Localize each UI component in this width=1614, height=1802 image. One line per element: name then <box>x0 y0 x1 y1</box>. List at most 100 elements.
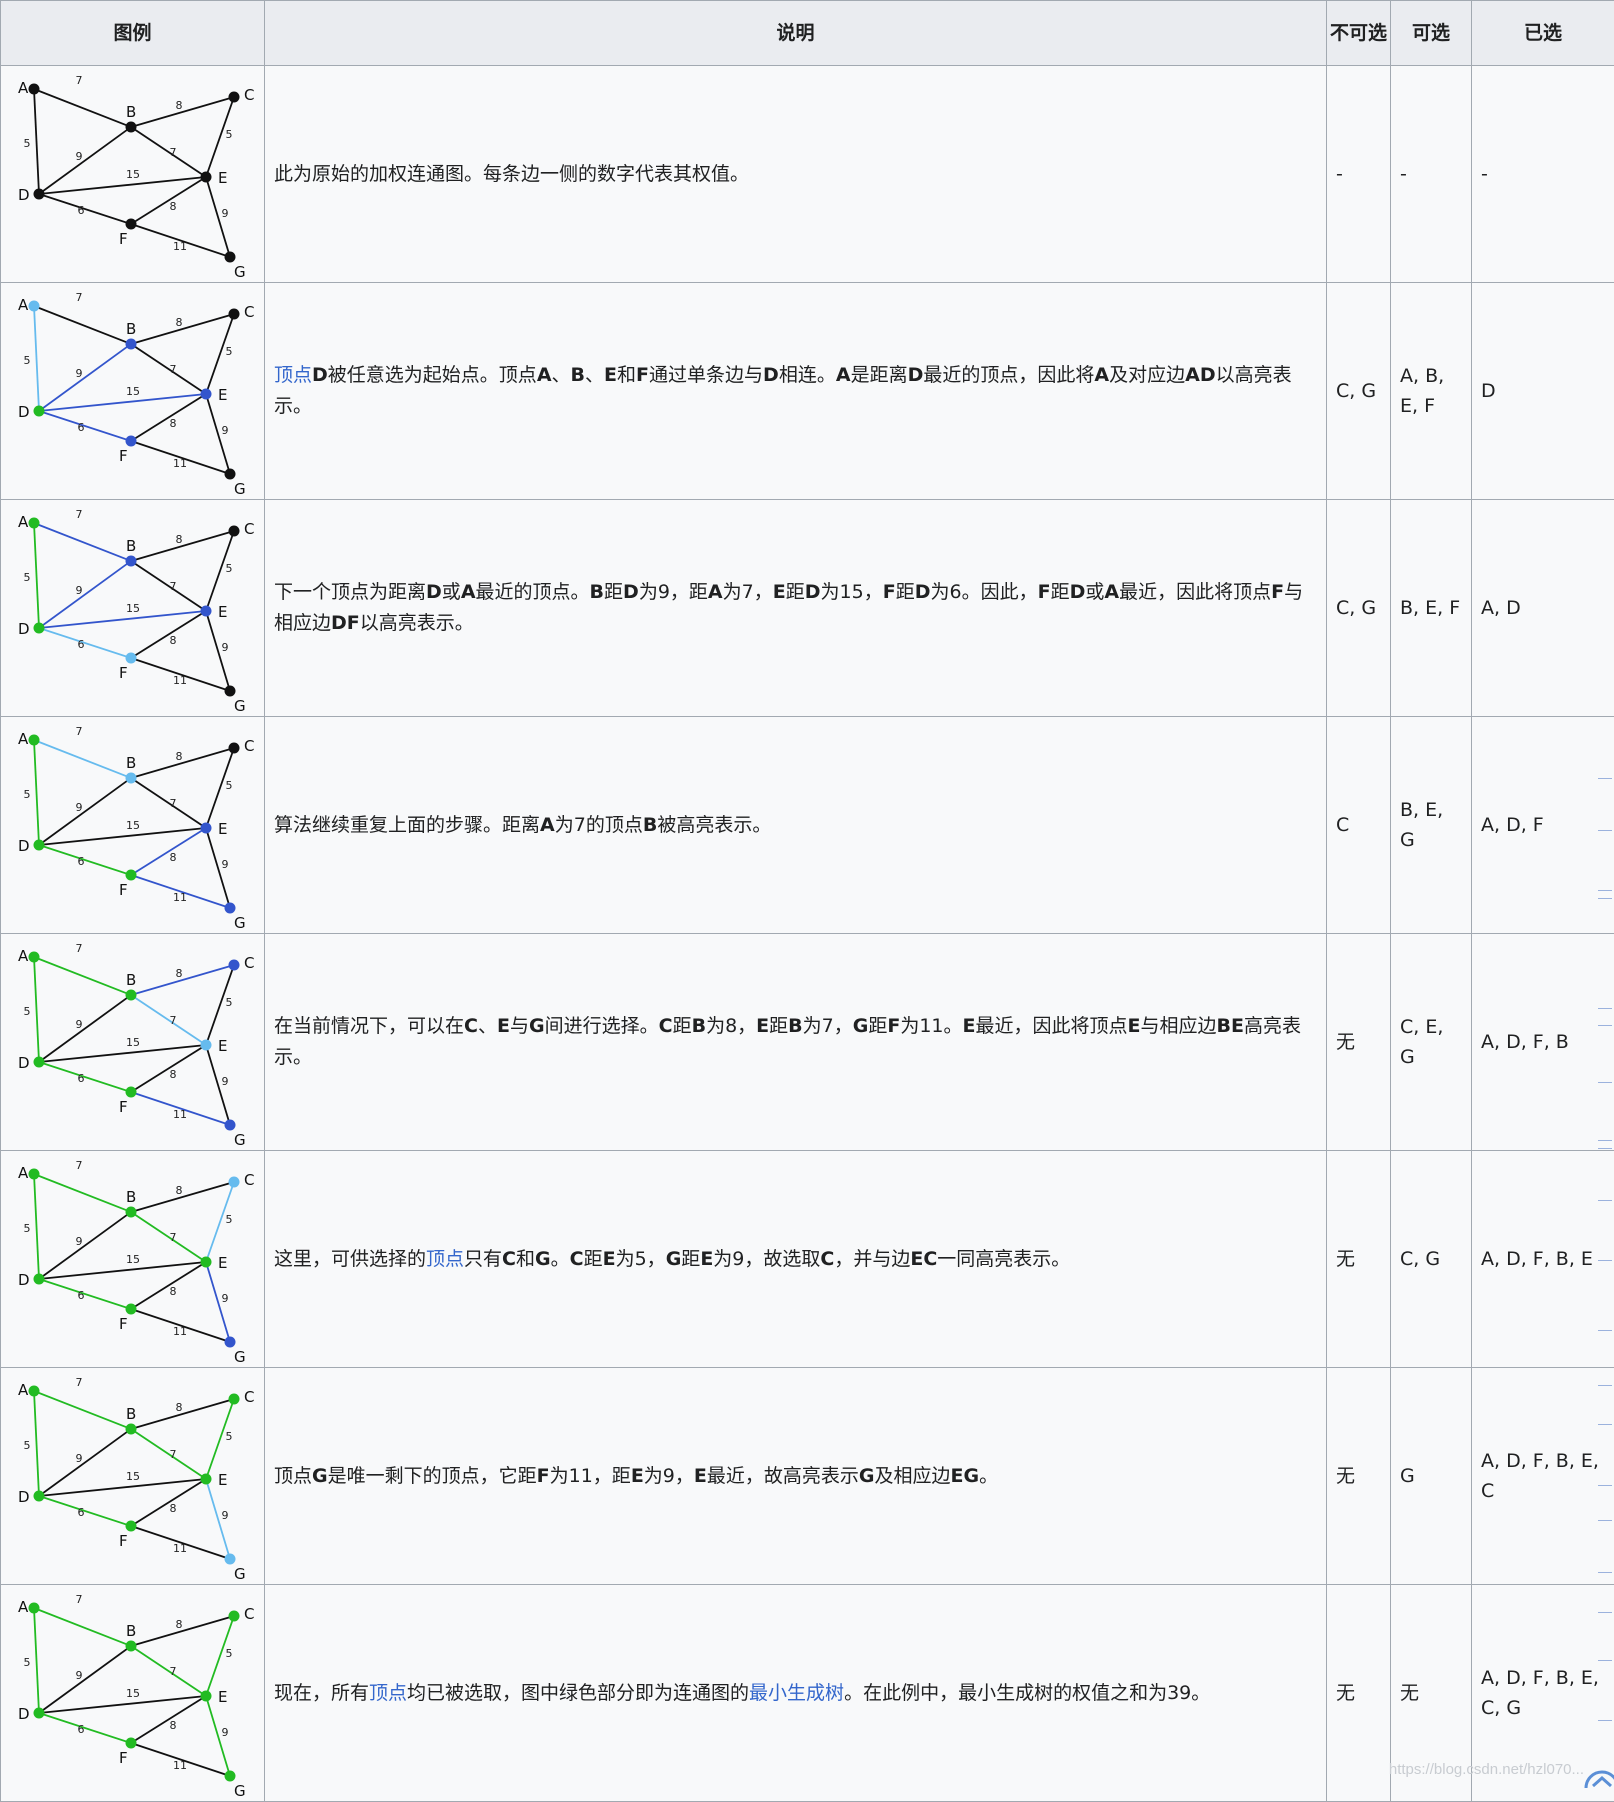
edge-weight: 5 <box>226 128 233 141</box>
edge-weight: 9 <box>222 858 229 871</box>
description-text: 为15， <box>821 581 883 603</box>
description-text: 或 <box>442 581 461 603</box>
edge-weight: 5 <box>226 779 233 792</box>
selected-cell: A, D, F <box>1472 717 1614 934</box>
node-label: E <box>218 820 227 838</box>
wiki-link[interactable]: 最小生成树 <box>749 1682 844 1704</box>
edge-weight: 5 <box>24 354 31 367</box>
node-c <box>229 92 240 103</box>
bold-term: D <box>763 364 779 386</box>
node-c <box>229 309 240 320</box>
unavailable-cell: C, G <box>1327 500 1391 717</box>
description-text: 是距离 <box>851 364 908 386</box>
edge-bc <box>131 1616 234 1646</box>
node-d <box>34 623 45 634</box>
description-text: 距 <box>584 1248 603 1270</box>
edge-weight: 11 <box>173 240 187 253</box>
edge-de <box>39 611 206 628</box>
edge-weight: 7 <box>170 797 177 810</box>
edge-weight: 8 <box>176 316 183 329</box>
edge-weight: 9 <box>222 1726 229 1739</box>
description-text: 距 <box>896 581 915 603</box>
edge-be <box>131 1429 206 1479</box>
edge-weight: 9 <box>222 1292 229 1305</box>
description-text: 最近，因此将顶点 <box>1119 581 1271 603</box>
bold-term: B <box>692 1015 706 1037</box>
wiki-link[interactable]: 顶点 <box>274 364 312 386</box>
selected-cell: - <box>1472 66 1614 283</box>
edge-weight: 6 <box>78 638 85 651</box>
edge-weight: 6 <box>78 1723 85 1736</box>
description-text: 与相应边 <box>1141 1015 1217 1037</box>
node-label: C <box>244 1388 254 1406</box>
node-label: C <box>244 954 254 972</box>
node-c <box>229 1177 240 1188</box>
node-f <box>126 653 137 664</box>
node-e <box>201 389 212 400</box>
selected-cell: A, D, F, B, E, C <box>1472 1368 1614 1585</box>
node-e <box>201 1040 212 1051</box>
node-label: G <box>234 263 246 281</box>
edge-weight: 5 <box>24 137 31 150</box>
edge-weight: 11 <box>173 1108 187 1121</box>
bold-term: D <box>312 364 328 386</box>
bold-term: G <box>666 1248 682 1270</box>
node-label: A <box>18 1164 29 1182</box>
node-label: F <box>119 1098 128 1116</box>
node-d <box>34 189 45 200</box>
node-a <box>29 518 40 529</box>
node-e <box>201 823 212 834</box>
edge-weight: 11 <box>173 1325 187 1338</box>
edge-ad <box>34 957 39 1062</box>
wiki-link[interactable]: 顶点 <box>369 1682 407 1704</box>
edge-weight: 7 <box>170 1448 177 1461</box>
bold-term: B <box>788 1015 802 1037</box>
node-f <box>126 1304 137 1315</box>
edge-be <box>131 995 206 1045</box>
edge-df <box>39 194 131 224</box>
node-c <box>229 743 240 754</box>
description-cell: 这里，可供选择的顶点只有C和G。C距E为5，G距E为9，故选取C，并与边EC一同… <box>265 1151 1327 1368</box>
description-text: 与 <box>510 1015 529 1037</box>
edge-weight: 6 <box>78 421 85 434</box>
edge-weight: 15 <box>126 168 140 181</box>
edge-ab <box>34 1174 131 1212</box>
description-text: 距 <box>868 1015 887 1037</box>
description-text: 最近的顶点，因此将 <box>923 364 1094 386</box>
description-text: 为11，距 <box>550 1465 631 1487</box>
back-to-top-icon[interactable] <box>1580 1764 1614 1788</box>
description-text: 为5， <box>616 1248 666 1270</box>
wiki-link[interactable]: 顶点 <box>426 1248 464 1270</box>
edge-weight: 7 <box>76 1159 83 1172</box>
node-label: B <box>126 537 136 555</box>
node-d <box>34 1057 45 1068</box>
node-label: A <box>18 296 29 314</box>
edge-weight: 8 <box>176 533 183 546</box>
node-label: F <box>119 881 128 899</box>
bold-term: A <box>540 814 555 836</box>
edge-weight: 8 <box>176 1618 183 1631</box>
bold-term: E <box>756 1015 769 1037</box>
edge-weight: 7 <box>76 942 83 955</box>
node-label: F <box>119 447 128 465</box>
edge-ab <box>34 740 131 778</box>
description-text: 距 <box>769 1015 788 1037</box>
description-text: 、 <box>585 364 604 386</box>
edge-weight: 8 <box>170 1502 177 1515</box>
edge-weight: 5 <box>24 571 31 584</box>
bold-term: F <box>883 581 896 603</box>
edge-weight: 6 <box>78 204 85 217</box>
description-text: ，并与边 <box>834 1248 910 1270</box>
optional-cell: A, B, E, F <box>1391 283 1472 500</box>
bold-term: EC <box>910 1248 937 1270</box>
selected-cell: A, D, F, B <box>1472 934 1614 1151</box>
node-f <box>126 1087 137 1098</box>
edge-weight: 5 <box>226 1213 233 1226</box>
description-text: 通过单条边与 <box>649 364 763 386</box>
node-label: A <box>18 1598 29 1616</box>
bold-term: A <box>1094 364 1109 386</box>
